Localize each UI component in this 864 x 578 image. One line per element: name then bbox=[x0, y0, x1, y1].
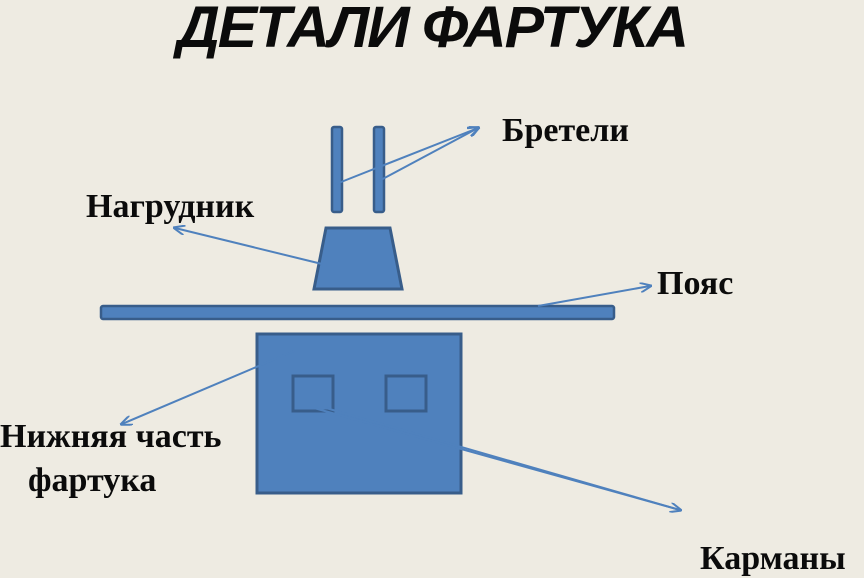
strap-right bbox=[372, 125, 386, 214]
label-lower-part-line1: Нижняя часть bbox=[0, 418, 222, 455]
arrow-strap-right bbox=[376, 128, 478, 183]
label-bib: Нагрудник bbox=[86, 188, 255, 225]
arrow-belt bbox=[537, 286, 650, 307]
bib-shape bbox=[312, 226, 404, 291]
lower-part-shape bbox=[255, 332, 463, 495]
label-straps: Бретели bbox=[502, 112, 629, 149]
label-belt: Пояс bbox=[657, 265, 734, 302]
strap-left bbox=[330, 125, 344, 214]
arrow-lower-part bbox=[122, 350, 295, 424]
belt-shape bbox=[99, 304, 616, 321]
arrow-pocket-right bbox=[325, 407, 681, 511]
pocket-right bbox=[384, 374, 428, 413]
label-pockets: Карманы bbox=[700, 540, 846, 577]
pocket-left bbox=[291, 374, 335, 413]
label-lower-part-line2: фартука bbox=[28, 462, 157, 499]
arrow-bib bbox=[175, 228, 323, 265]
arrow-strap-left bbox=[335, 128, 478, 185]
diagram-title: ДЕТАЛИ ФАРТУКА bbox=[177, 0, 689, 60]
